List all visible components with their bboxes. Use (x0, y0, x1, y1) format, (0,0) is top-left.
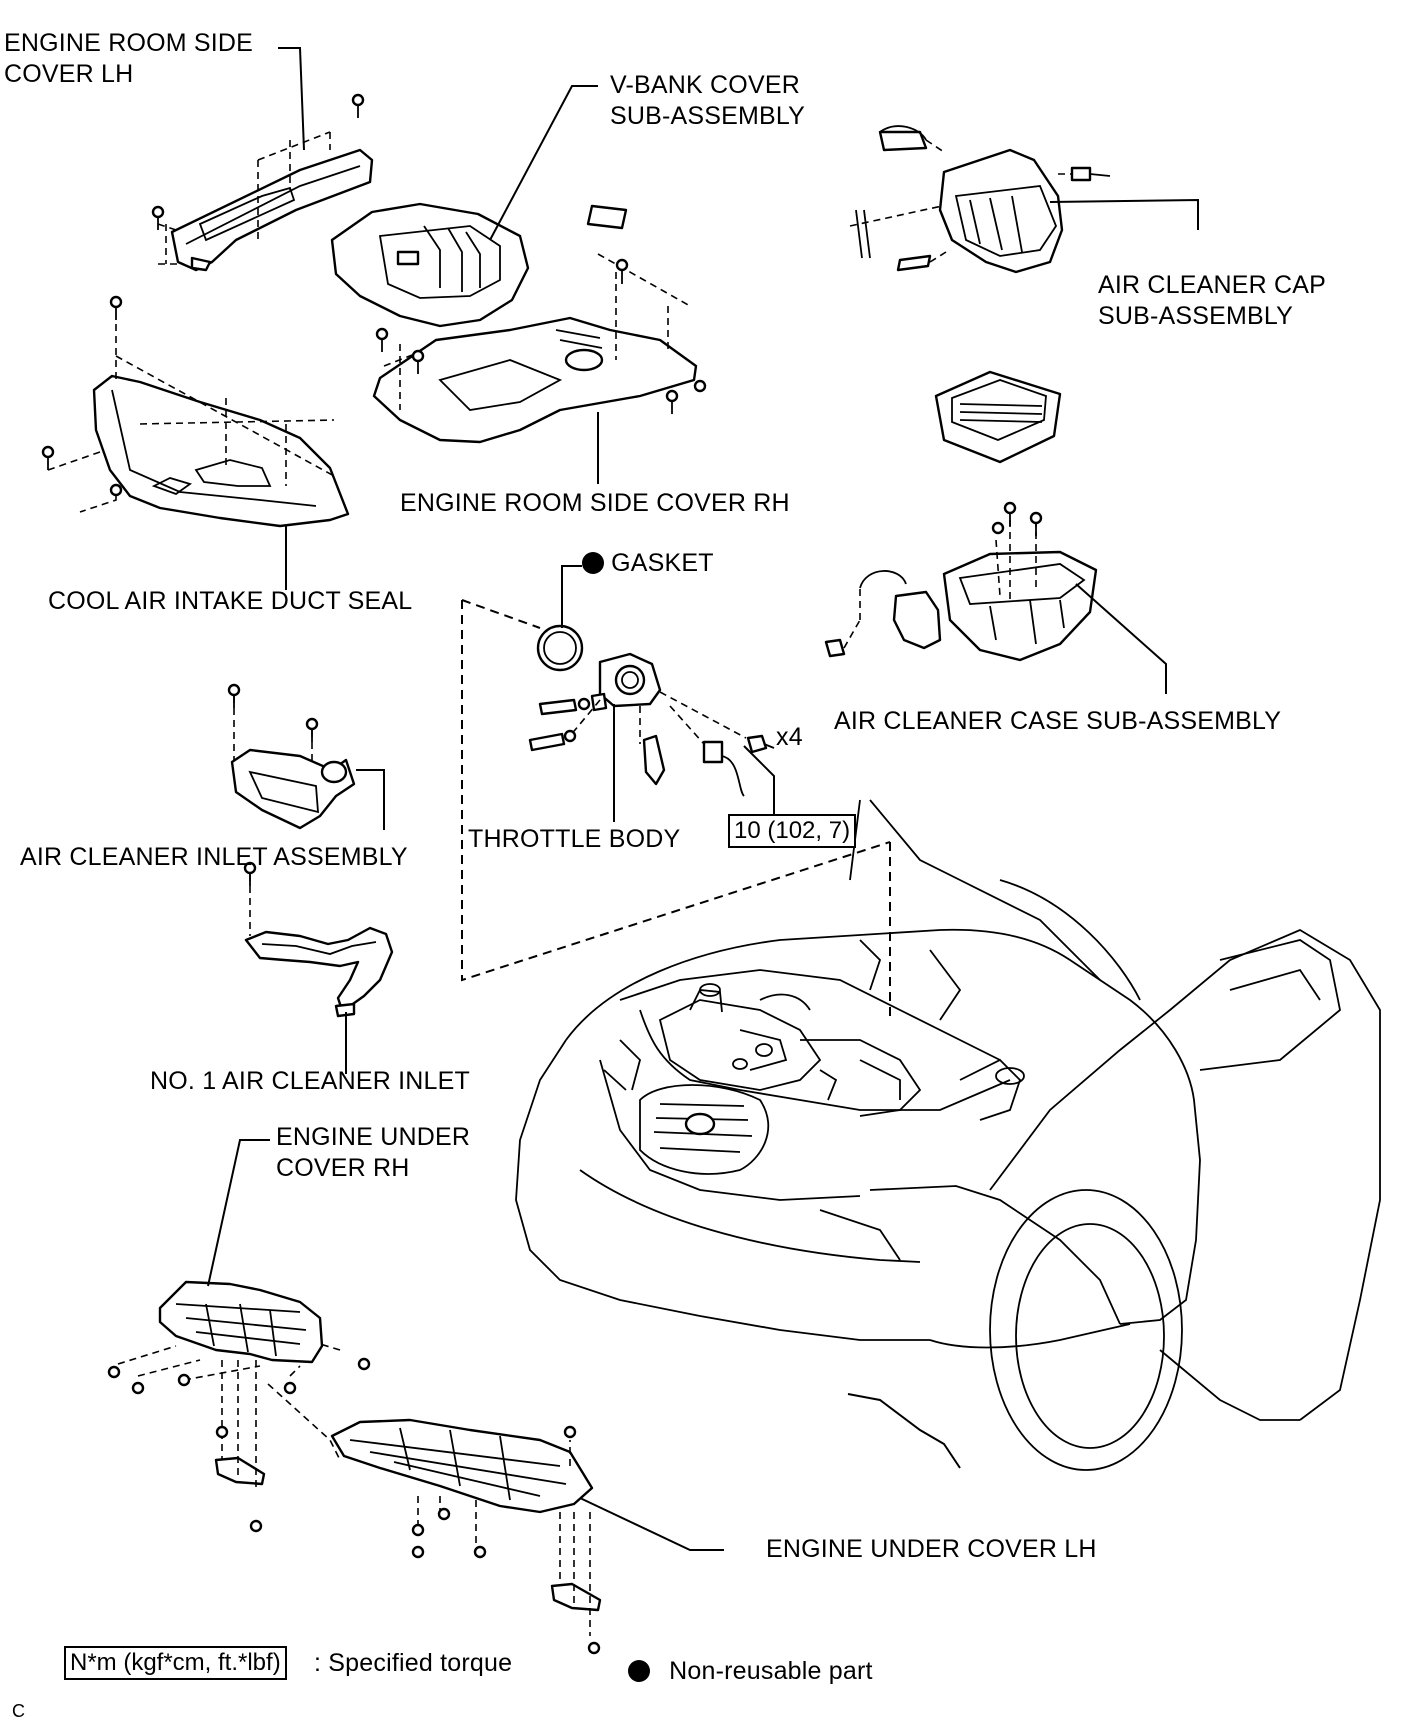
cool-air-intake-duct-seal-part (41, 295, 350, 528)
label-cool-air-intake-duct-seal: COOL AIR INTAKE DUCT SEAL (48, 587, 413, 615)
label-air-cleaner-cap: AIR CLEANER CAP SUB-ASSEMBLY (1098, 270, 1326, 332)
throttle-body-part (461, 599, 891, 982)
air-cleaner-cap-part (849, 125, 1111, 274)
label-engine-room-side-cover-rh: ENGINE ROOM SIDE COVER RH (400, 489, 790, 517)
legend-torque-text: : Specified torque (314, 1649, 513, 1677)
label-engine-under-cover-rh-line-2: COVER RH (276, 1154, 410, 1182)
label-v-bank-cover-line-1: V-BANK COVER (610, 71, 800, 99)
label-engine-room-side-cover-lh-line-2: COVER LH (4, 60, 134, 88)
label-engine-room-side-cover-lh: ENGINE ROOM SIDE COVER LH (4, 28, 253, 90)
label-air-cleaner-inlet-assembly: AIR CLEANER INLET ASSEMBLY (20, 843, 408, 871)
non-reusable-dot-icon (582, 552, 604, 574)
legend-non-reusable: Non-reusable part (628, 1656, 873, 1687)
label-engine-under-cover-rh: ENGINE UNDER COVER RH (276, 1122, 470, 1184)
air-cleaner-case-part (824, 501, 1098, 662)
non-reusable-legend-dot-icon (628, 1660, 650, 1682)
engine-room-side-cover-rh-part (372, 253, 707, 444)
label-gasket-text: GASKET (611, 549, 714, 577)
label-air-cleaner-cap-line-1: AIR CLEANER CAP (1098, 271, 1327, 299)
label-gasket: GASKET (582, 548, 714, 579)
air-cleaner-filter-part (934, 370, 1062, 464)
label-no1-air-cleaner-inlet: NO. 1 AIR CLEANER INLET (150, 1067, 470, 1095)
label-air-cleaner-case: AIR CLEANER CASE SUB-ASSEMBLY (834, 707, 1282, 735)
label-engine-room-side-cover-lh-line-1: ENGINE ROOM SIDE (4, 29, 254, 57)
legend-torque-unit-box: N*m (kgf*cm, ft.*lbf) (64, 1646, 287, 1680)
illustration-code: C (12, 1701, 26, 1721)
label-v-bank-cover-line-2: SUB-ASSEMBLY (610, 102, 806, 130)
v-bank-cover-part (330, 202, 628, 328)
vehicle-front-outline (515, 799, 1381, 1471)
engine-under-cover-rh-part (107, 1280, 371, 1533)
label-throttle-body: THROTTLE BODY (468, 825, 681, 853)
label-v-bank-cover: V-BANK COVER SUB-ASSEMBLY (610, 70, 805, 132)
label-engine-under-cover-rh-line-1: ENGINE UNDER (276, 1123, 471, 1151)
leader-lines (207, 47, 1199, 1551)
no1-air-cleaner-inlet-part (243, 861, 394, 1018)
label-bolt-count: x4 (776, 723, 803, 751)
air-cleaner-inlet-assembly-part (227, 683, 356, 830)
label-air-cleaner-cap-line-2: SUB-ASSEMBLY (1098, 302, 1294, 330)
torque-spec-box: 10 (102, 7) (728, 814, 857, 848)
engine-room-side-cover-lh-part (151, 93, 374, 272)
engine-under-cover-lh-part (330, 1418, 602, 1655)
gasket-part (536, 624, 584, 672)
legend-non-reusable-text: Non-reusable part (669, 1657, 873, 1685)
label-engine-under-cover-lh: ENGINE UNDER COVER LH (766, 1535, 1097, 1563)
